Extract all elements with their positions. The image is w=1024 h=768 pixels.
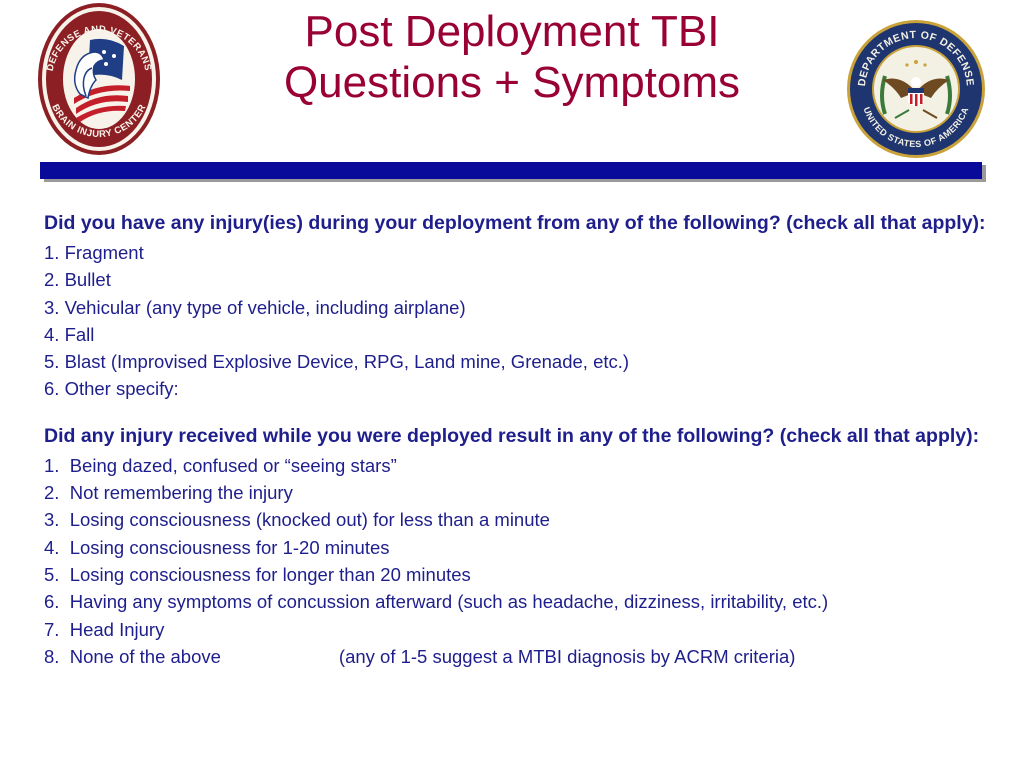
list-item: 1. Being dazed, confused or “seeing star…	[44, 454, 397, 476]
list-item: 7. Head Injury	[44, 618, 165, 640]
list-item: 6. Other specify:	[44, 378, 179, 400]
title-line-2: Questions + Symptoms	[283, 58, 741, 107]
dvbic-logo: DEFENSE AND VETERANS BRAIN INJURY CENTER	[38, 3, 160, 155]
content-area: Did you have any injury(ies) during your…	[44, 211, 1019, 670]
list-item: 4. Losing consciousness for 1-20 minutes	[44, 536, 390, 558]
list-item-text: 8. None of the above	[44, 645, 221, 667]
mtbi-criteria-note: (any of 1-5 suggest a MTBI diagnosis by …	[338, 645, 796, 667]
list-item: 5. Blast (Improvised Explosive Device, R…	[44, 351, 630, 373]
list-item: 4. Fall	[44, 323, 95, 345]
question-1: Did you have any injury(ies) during your…	[44, 212, 986, 234]
title-line-1: Post Deployment TBI	[304, 7, 720, 56]
list-item: 6. Having any symptoms of concussion aft…	[44, 591, 829, 613]
list-item: 3. Vehicular (any type of vehicle, inclu…	[44, 296, 466, 318]
question-2: Did any injury received while you were d…	[44, 424, 980, 447]
list-item: 2. Bullet	[44, 269, 111, 291]
header-divider	[40, 162, 982, 179]
list-item: 5. Losing consciousness for longer than …	[44, 563, 471, 585]
page-title: Post Deployment TBI Questions + Symptoms	[220, 6, 804, 108]
list-item-last: 8. None of the above (any of 1-5 suggest …	[44, 643, 1019, 670]
dod-seal-logo: DEPARTMENT OF DEFENSE UNITED STATES OF A…	[847, 20, 985, 158]
symptom-list: 1. Being dazed, confused or “seeing star…	[44, 452, 1019, 670]
injury-source-list: 1. Fragment 2. Bullet 3. Vehicular (any …	[44, 239, 1019, 403]
section-spacer	[44, 403, 1019, 424]
list-item: 2. Not remembering the injury	[44, 482, 293, 504]
list-item: 1. Fragment	[44, 242, 144, 263]
list-item: 3. Losing consciousness (knocked out) fo…	[44, 509, 550, 531]
